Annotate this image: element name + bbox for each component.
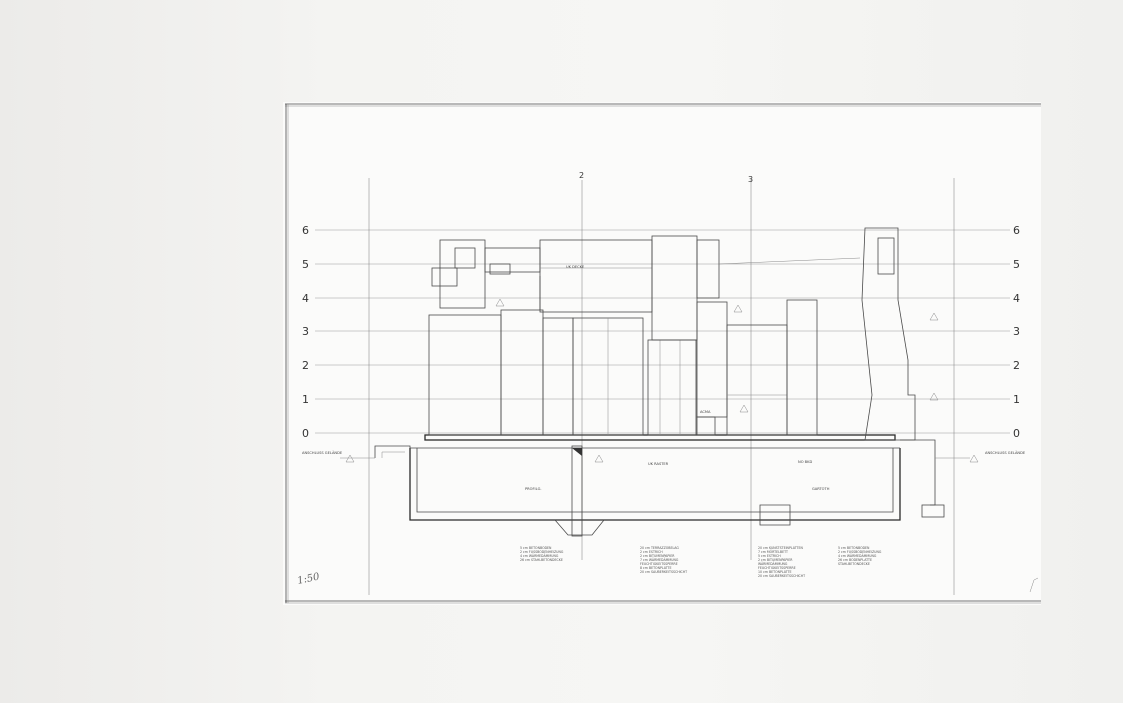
legend-4-line-0: 5 cm BETONBODEN [838, 546, 870, 550]
level-label-left-2: 2 [302, 359, 309, 372]
level-labels-left: 0 1 2 3 4 5 6 [302, 224, 309, 440]
tower-left-upper [439, 239, 486, 309]
legend-3-line-1: 7 cm MÖRTELBETT [758, 549, 788, 554]
foundation-pit-right [759, 504, 791, 526]
legend-1-line-0: 5 cm BETONBODEN [520, 546, 552, 550]
uk-raster-label: UK RASTER [648, 462, 669, 466]
shaft-marker [572, 448, 582, 456]
level-label-left-4: 4 [302, 292, 309, 305]
level-labels-right: 0 1 2 3 4 5 6 [1013, 224, 1020, 440]
gartoth-label: GARTOTH [812, 487, 830, 491]
level-label-left-5: 5 [302, 258, 309, 271]
legend-block-4: 5 cm BETONBODEN 2 cm FUSSBODENHEIZUNG 4 … [838, 546, 882, 566]
elevation-marker [594, 454, 604, 463]
legend-block-1: 5 cm BETONBODEN 2 cm FUSSBODENHEIZUNG 4 … [520, 546, 564, 562]
basement-inner [416, 448, 894, 513]
no-bkd-label: NO BKD [798, 460, 812, 464]
side-label-left: ANSCHLUSS GELÄNDE [302, 450, 343, 455]
level-label-left-1: 1 [302, 393, 309, 406]
paper-sheet [283, 102, 1041, 605]
level-label-left-3: 3 [302, 325, 309, 338]
roof-slope [718, 257, 861, 265]
elevation-marker [495, 298, 505, 307]
elevation-marker [739, 404, 749, 413]
legend-1-line-1: 2 cm FUSSBODENHEIZUNG [520, 550, 564, 554]
legend-2-line-0: 20 cm TERRAZZOBELAG [640, 546, 679, 550]
tower-left-vent [489, 263, 511, 275]
legend-4-line-3: 26 cm BODENPLATTE [838, 558, 872, 562]
profil-label: PROFILG. [525, 487, 542, 491]
legend-3-line-5: FEUCHTIGKEITSSPERRE [758, 566, 796, 570]
legend-block-2: 20 cm TERRAZZOBELAG 2 cm ESTRICH 2 cm BI… [640, 546, 687, 574]
legend-4-line-1: 2 cm FUSSBODENHEIZUNG [838, 550, 882, 554]
legend-3-line-3: 2 cm BITUMENPAPIER [758, 558, 793, 562]
shaft [571, 445, 583, 537]
left-entrance-step [381, 451, 405, 458]
legend-2-line-4: FEUCHTIGKEITSSPERRE [640, 562, 678, 566]
legend-block-3: 20 cm KUNSTSTEINPLATTEN 7 cm MÖRTELBETT … [758, 546, 805, 578]
legend-2-line-3: 7 cm WÄRMEDÄMMUNG [640, 557, 679, 562]
tower-left-box2 [454, 247, 476, 269]
pencil-mark [1029, 577, 1039, 593]
legend-3-line-6: 10 cm BETONPLATTE [758, 570, 792, 574]
elevation-marker [929, 392, 939, 401]
right-tower [861, 227, 916, 441]
elevation-marker [969, 454, 979, 463]
axis-label-3: 3 [748, 175, 753, 184]
level-label-left-0: 0 [302, 427, 309, 440]
axis-label-2: 2 [579, 171, 584, 180]
left-entrance [374, 445, 411, 458]
level-label-right-4: 4 [1013, 292, 1020, 305]
legend-3-line-0: 20 cm KUNSTSTEINPLATTEN [758, 546, 803, 550]
level-label-right-2: 2 [1013, 359, 1020, 372]
acma-box [696, 416, 716, 436]
right-tower-window [877, 237, 895, 275]
side-label-right: ANSCHLUSS GELÄNDE [985, 450, 1026, 455]
volume-h [786, 299, 818, 436]
elevation-marker [733, 304, 743, 313]
level-label-right-3: 3 [1013, 325, 1020, 338]
foundation-pit-left [554, 519, 605, 536]
elevation-marker [345, 454, 355, 463]
building-section: ACMA UK DECKE UK RASTER PROFILG. NO BKD … [302, 227, 1026, 578]
legend-2-line-2: 2 cm BITUMENPAPIER [640, 554, 675, 558]
legend-3-line-7: 20 cm SAUBERKEITSSCHICHT [758, 574, 805, 578]
central-tower-side [696, 239, 720, 299]
legend-2-line-6: 20 cm SAUBERKEITSSCHICHT [640, 570, 687, 574]
scale-note: 1:50 [296, 571, 321, 587]
level-label-left-6: 6 [302, 224, 309, 237]
level-label-right-6: 6 [1013, 224, 1020, 237]
legend-4-line-4: STAHLBETONDECKE [838, 562, 870, 566]
legend-1-line-3: 26 cm STAHLBETONDECKE [520, 558, 563, 562]
right-pier-footing [921, 504, 945, 518]
uk-decke-label: UK DECKE [566, 265, 585, 269]
legend-4-line-2: 4 cm WÄRMEDÄMMUNG [838, 553, 877, 558]
legend-2-line-1: 2 cm ESTRICH [640, 550, 663, 554]
level-label-right-5: 5 [1013, 258, 1020, 271]
basement-outline [409, 448, 901, 521]
elevation-markers [345, 298, 979, 463]
legend-2-line-5: 8 cm BETONPLATTE [640, 566, 672, 570]
legend-1-line-2: 4 cm WÄRMEDÄMMUNG [520, 553, 559, 558]
tower-left-box [431, 267, 458, 287]
legend-3-line-4: WÄRMEDÄMMUNG [758, 561, 788, 566]
elevation-marker [929, 312, 939, 321]
level-label-right-1: 1 [1013, 393, 1020, 406]
acma-label: ACMA [700, 410, 711, 414]
level-label-right-0: 0 [1013, 427, 1020, 440]
legend-3-line-2: 5 cm ESTRICH [758, 554, 781, 558]
